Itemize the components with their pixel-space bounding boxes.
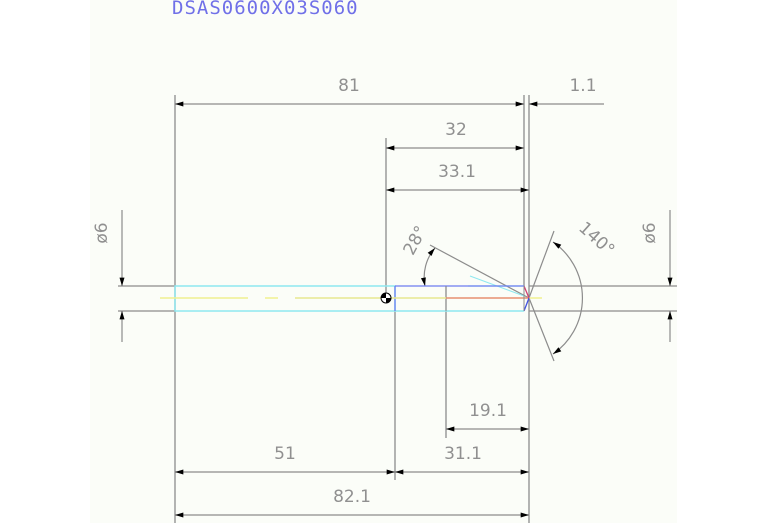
dim-point-angle: 140° [574,218,618,260]
dim-33-1: 33.1 [438,162,476,182]
drawing-title: DSAS0600X03S060 [172,0,359,19]
dim-19-1: 19.1 [469,401,507,421]
drawing-sheet [90,0,677,523]
center-mark-icon [380,292,392,304]
dim-1-1: 1.1 [569,76,596,96]
tool-body [160,275,542,312]
dim-32: 32 [445,120,467,140]
dim-diameter-left: ø6 [92,222,112,243]
dim-51: 51 [274,444,296,464]
extension-lines [118,95,677,523]
dimension-lines [119,101,673,518]
dim-31-1: 31.1 [444,444,482,464]
dim-diameter-right: ø6 [640,222,660,243]
dim-82-1: 82.1 [333,487,371,507]
dim-helix-angle: 28° [400,223,432,259]
dim-81: 81 [338,76,360,96]
